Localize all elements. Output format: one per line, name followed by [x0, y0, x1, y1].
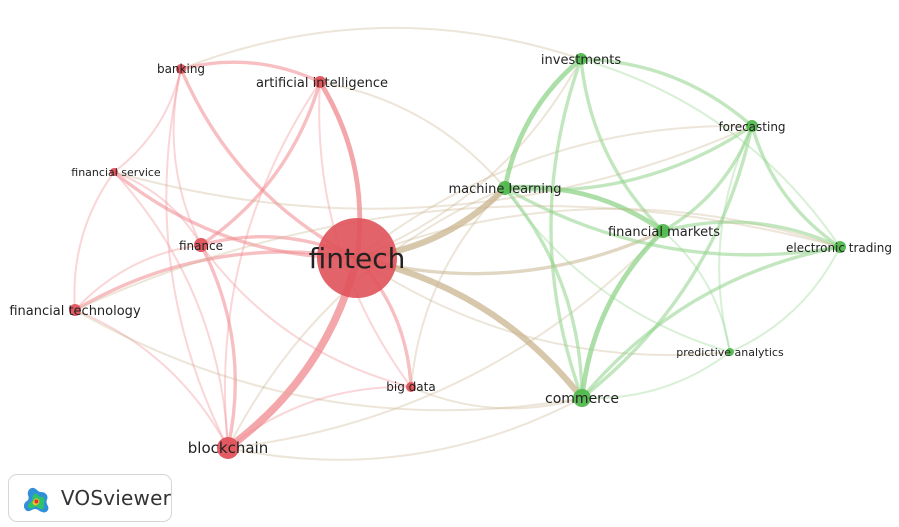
label-financial-technology[interactable]: financial technology: [9, 304, 141, 319]
app-name: VOSviewer: [60, 486, 171, 510]
node-investments[interactable]: [575, 53, 587, 65]
node-fintech[interactable]: [317, 218, 397, 298]
link-investments-commerce: [549, 57, 584, 400]
link-machine_learning-predictive_analytics: [504, 187, 731, 353]
label-financial-markets[interactable]: financial markets: [608, 225, 720, 240]
link-finance-big_data: [200, 244, 412, 388]
label-machine-learning[interactable]: machine learning: [448, 182, 561, 197]
node-finance[interactable]: [194, 238, 208, 252]
link-machine_learning-financial_markets: [502, 184, 666, 234]
label-forecasting[interactable]: forecasting: [718, 120, 785, 134]
label-big-data[interactable]: big data: [386, 380, 435, 394]
link-artificial_intelligence-blockchain: [224, 81, 321, 449]
link-investments-financial_markets: [579, 57, 665, 233]
link-financial_service-finance: [113, 171, 202, 246]
link-forecasting-predictive_analytics: [718, 125, 753, 353]
vosviewer-logo-icon: [23, 487, 49, 513]
node-financial-service[interactable]: [110, 168, 118, 176]
link-artificial_intelligence-finance: [199, 80, 322, 247]
node-financial-markets[interactable]: [656, 224, 670, 238]
link-blockchain-financial_markets: [227, 230, 664, 449]
link-banking-blockchain: [165, 68, 229, 449]
node-big-data[interactable]: [406, 382, 416, 392]
link-banking-financial_service: [113, 68, 182, 173]
link-machine_learning-investments: [502, 56, 584, 191]
link-finance-financial_technology: [74, 244, 202, 311]
label-blockchain[interactable]: blockchain: [188, 439, 268, 457]
link-fintech-forecasting: [356, 124, 753, 259]
link-financial_service-financial_technology: [73, 171, 115, 311]
link-fintech-financial_markets: [355, 229, 665, 276]
node-predictive-analytics[interactable]: [726, 348, 734, 356]
vosviewer-logo-badge: VOSviewer: [8, 474, 172, 522]
label-finance[interactable]: finance: [179, 239, 223, 253]
node-banking[interactable]: [176, 64, 186, 74]
label-electronic-trading[interactable]: electronic trading: [786, 241, 892, 255]
link-financial_markets-predictive_analytics: [662, 230, 731, 353]
label-fintech[interactable]: fintech: [309, 242, 406, 275]
link-fintech-investments: [356, 58, 582, 259]
link-financial_service-blockchain: [113, 171, 229, 449]
label-commerce[interactable]: commerce: [545, 391, 619, 407]
link-fintech-predictive_analytics: [356, 257, 731, 357]
link-machine_learning-forecasting: [503, 124, 754, 192]
link-electronic_trading-predictive_analytics: [729, 246, 841, 353]
link-big_data-commerce: [410, 386, 583, 410]
node-electronic-trading[interactable]: [834, 241, 846, 253]
link-electronic_trading-commerce: [580, 245, 842, 400]
label-investments[interactable]: investments: [541, 53, 621, 68]
link-financial_technology-blockchain: [74, 309, 229, 449]
link-forecasting-commerce: [580, 124, 754, 400]
link-financial_service-forecasting: [113, 125, 753, 210]
link-financial_markets-commerce: [579, 228, 666, 401]
link-fintech-electronic_trading: [356, 207, 841, 259]
link-banking-investments: [180, 26, 582, 70]
label-predictive-analytics[interactable]: predictive analytics: [676, 346, 784, 359]
network-nodes: [69, 53, 846, 459]
node-artificial-intelligence[interactable]: [314, 76, 326, 88]
link-machine_learning-electronic_trading: [503, 186, 842, 257]
link-blockchain-commerce: [227, 397, 583, 461]
link-blockchain-big_data: [227, 385, 412, 449]
link-finance-blockchain: [199, 243, 237, 450]
link-financial_markets-electronic_trading: [661, 220, 842, 249]
node-machine-learning[interactable]: [498, 181, 512, 195]
link-financial_technology-commerce: [74, 309, 583, 412]
node-forecasting[interactable]: [746, 120, 758, 132]
link-machine_learning-commerce: [503, 186, 584, 400]
link-banking-artificial_intelligence: [179, 60, 322, 84]
link-investments-electronic_trading: [580, 58, 841, 248]
link-forecasting-financial_markets: [661, 124, 754, 233]
link-banking-finance: [172, 68, 202, 246]
node-blockchain[interactable]: [217, 437, 239, 459]
link-financial_technology-electronic_trading: [74, 205, 841, 311]
link-commerce-predictive_analytics: [581, 351, 731, 400]
label-artificial-intelligence[interactable]: artificial intelligence: [256, 76, 388, 91]
link-investments-forecasting: [579, 57, 754, 128]
node-financial-technology[interactable]: [69, 304, 81, 316]
link-big_data-machine_learning: [410, 187, 506, 388]
network-labels: fintech blockchain banking artificial intel…: [9, 53, 892, 457]
link-artificial_intelligence-machine_learning: [319, 81, 506, 189]
node-commerce[interactable]: [573, 389, 591, 407]
link-forecasting-electronic_trading: [750, 124, 842, 249]
label-financial-service[interactable]: financial service: [71, 166, 161, 179]
label-banking[interactable]: banking: [157, 62, 205, 76]
